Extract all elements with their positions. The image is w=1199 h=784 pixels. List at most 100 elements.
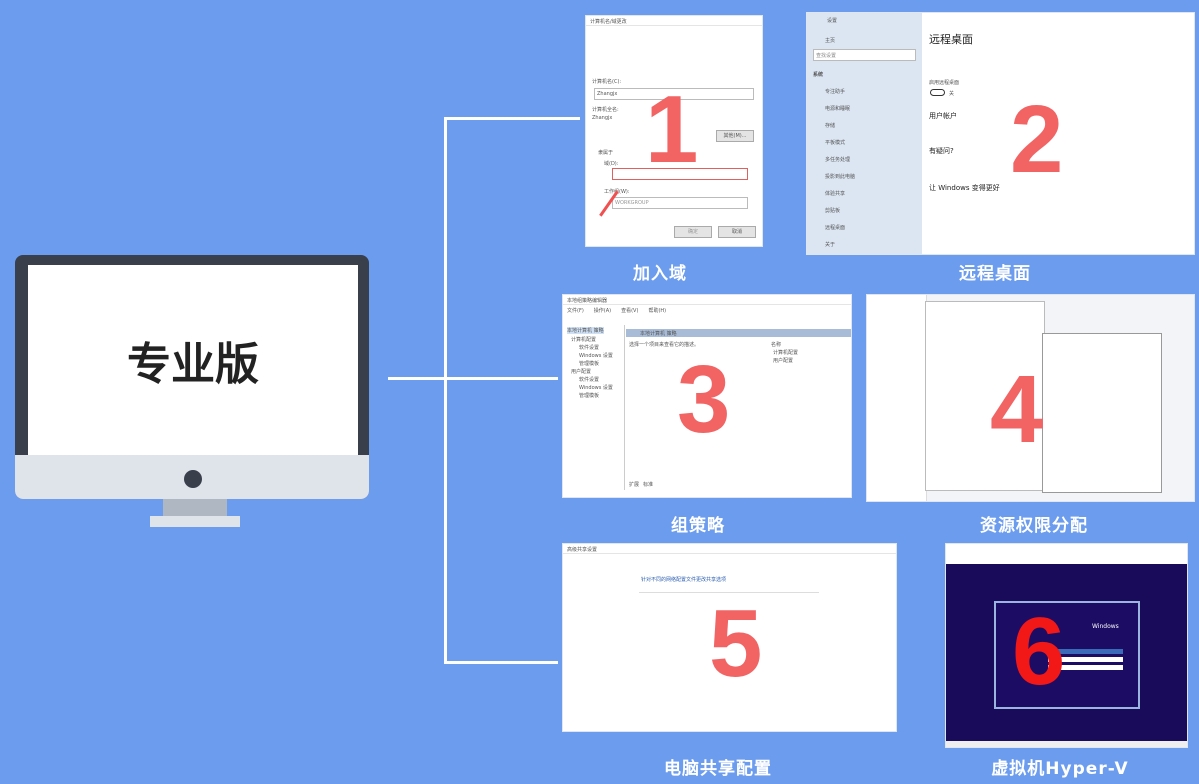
tree-item[interactable]: 用户配置 [571, 369, 592, 375]
remote-desktop-toggle[interactable] [930, 89, 945, 96]
caption-sharing: 电脑共享配置 [664, 759, 772, 779]
caption-hyper-v: 虚拟机Hyper-V [991, 759, 1129, 779]
connector-branch-3 [444, 661, 558, 664]
menu-item[interactable]: 操作(A) [593, 308, 612, 314]
nav-item[interactable]: 剪贴板 [825, 208, 841, 214]
power-button-icon [184, 470, 202, 488]
monitor-base [150, 516, 240, 527]
explorer-pane [867, 295, 927, 501]
caption-group-policy: 组策略 [671, 516, 725, 536]
tree-item[interactable]: 管理模板 [579, 393, 600, 399]
nav-item[interactable]: 专注助手 [825, 89, 846, 95]
domain-field[interactable] [612, 168, 748, 180]
tree-item[interactable]: 管理模板 [579, 361, 600, 367]
search-input[interactable]: 查找设置 [813, 49, 916, 61]
heading: 用户帐户 [929, 112, 957, 120]
nav-home[interactable]: 主页 [825, 38, 836, 44]
properties-dialog [925, 301, 1045, 491]
monitor-neck [163, 499, 227, 517]
nav-item[interactable]: 存储 [825, 123, 836, 129]
permissions-dialog [1042, 333, 1162, 493]
nav-item[interactable]: 多任务处理 [825, 157, 851, 163]
column-header: 名称 [771, 342, 782, 348]
label: 计算机全名: [592, 107, 619, 113]
domain-radio[interactable]: 域(D): [604, 161, 619, 167]
computer-name-field[interactable]: Zhangjx [594, 88, 754, 100]
monitor-screen: 专业版 [28, 265, 358, 455]
label: 启用远程桌面 [929, 80, 960, 86]
connector-branch-2 [444, 377, 558, 380]
vm-toolbar [946, 544, 1187, 564]
feature-number: 3 [677, 346, 731, 453]
nav-item[interactable]: 平板模式 [825, 140, 846, 146]
screenshot-group-policy: 本地组策略编辑器 文件(F) 操作(A) 查看(V) 帮助(H) 本地计算机 策略 计… [562, 294, 852, 498]
section-label: 系统 [813, 72, 824, 78]
feature-number: 6 [1012, 598, 1066, 705]
feature-number: 2 [1010, 86, 1064, 193]
workgroup-field[interactable]: WORKGROUP [612, 197, 748, 209]
window-title: 高级共享设置 [563, 544, 896, 554]
ok-button[interactable]: 确定 [674, 226, 712, 238]
setup-dialog: Windows [994, 601, 1140, 709]
connector-spine [444, 117, 447, 664]
tab-standard[interactable]: 标准 [643, 482, 654, 488]
pane-title: 本地计算机 策略 [640, 331, 677, 337]
monitor-chin [15, 455, 369, 499]
windows-logo: Windows [1092, 623, 1119, 630]
feature-number: 1 [645, 76, 699, 183]
feature-number: 5 [709, 590, 763, 697]
hint: 选择一个项目来查看它的描述。 [629, 342, 700, 348]
nav-item[interactable]: 关于 [825, 242, 836, 248]
tab-extended[interactable]: 扩展 [629, 482, 640, 488]
list-item[interactable]: 用户配置 [773, 358, 794, 364]
language-select[interactable] [1048, 649, 1123, 654]
full-name: Zhangjx [592, 115, 613, 121]
nav-item[interactable]: 投影到此电脑 [825, 174, 856, 180]
cancel-button[interactable]: 取消 [718, 226, 756, 238]
heading: 有疑问? [929, 147, 954, 155]
menu-item[interactable]: 文件(F) [567, 308, 584, 314]
screenshot-sharing: 高级共享设置 针对不同的网络配置文件更改共享选项 [562, 543, 897, 732]
tree-item[interactable]: 软件设置 [579, 345, 600, 351]
tree-item[interactable]: Windows 设置 [579, 353, 613, 359]
pane-header: 本地计算机 策略 [626, 329, 851, 337]
label: 隶属于 [598, 150, 614, 156]
label: 计算机名(C): [592, 79, 622, 85]
menu-bar: 文件(F) 操作(A) 查看(V) 帮助(H) [567, 307, 666, 314]
tree-item[interactable]: 软件设置 [579, 377, 600, 383]
format-select[interactable] [1048, 657, 1123, 662]
caption-join-domain: 加入域 [633, 264, 687, 284]
screenshot-hyper-v: Windows [945, 543, 1188, 748]
menu-item[interactable]: 帮助(H) [648, 308, 667, 314]
caption-remote-desktop: 远程桌面 [959, 264, 1031, 284]
nav-item[interactable]: 体验共享 [825, 191, 846, 197]
settings-list [639, 592, 819, 722]
page-title: 远程桌面 [929, 33, 973, 46]
screenshot-permissions [866, 294, 1195, 502]
window-title: 本地组策略编辑器 [563, 295, 851, 305]
edition-label: 专业版 [127, 339, 259, 390]
list-item[interactable]: 计算机配置 [773, 350, 799, 356]
screenshot-remote-desktop: 设置 主页 查找设置 系统 专注助手电源和睡眠存储平板模式多任务处理投影到此电脑… [806, 12, 1195, 255]
window-title: 设置 [827, 18, 838, 24]
nav-item[interactable]: 远程桌面 [825, 225, 846, 231]
page-heading: 针对不同的网络配置文件更改共享选项 [641, 577, 727, 583]
heading: 让 Windows 变得更好 [929, 184, 1000, 192]
nav-item[interactable]: 电源和睡眠 [825, 106, 851, 112]
window-title: 计算机名/域更改 [586, 16, 762, 26]
tree-root[interactable]: 本地计算机 策略 [567, 327, 604, 334]
tree-item[interactable]: 计算机配置 [571, 337, 597, 343]
caption-permissions: 资源权限分配 [980, 516, 1088, 536]
settings-sidebar: 设置 主页 查找设置 系统 专注助手电源和睡眠存储平板模式多任务处理投影到此电脑… [807, 13, 922, 254]
menu-item[interactable]: 查看(V) [621, 308, 639, 314]
other-button[interactable]: 其他(M)... [716, 130, 754, 142]
connector-trunk [388, 377, 446, 380]
keyboard-select[interactable] [1048, 665, 1123, 670]
toggle-state: 关 [949, 91, 955, 97]
tree-item[interactable]: Windows 设置 [579, 385, 613, 391]
vm-statusbar [946, 741, 1187, 747]
connector-branch-1 [444, 117, 580, 120]
monitor: 专业版 [15, 255, 369, 499]
feature-number: 4 [990, 356, 1044, 463]
